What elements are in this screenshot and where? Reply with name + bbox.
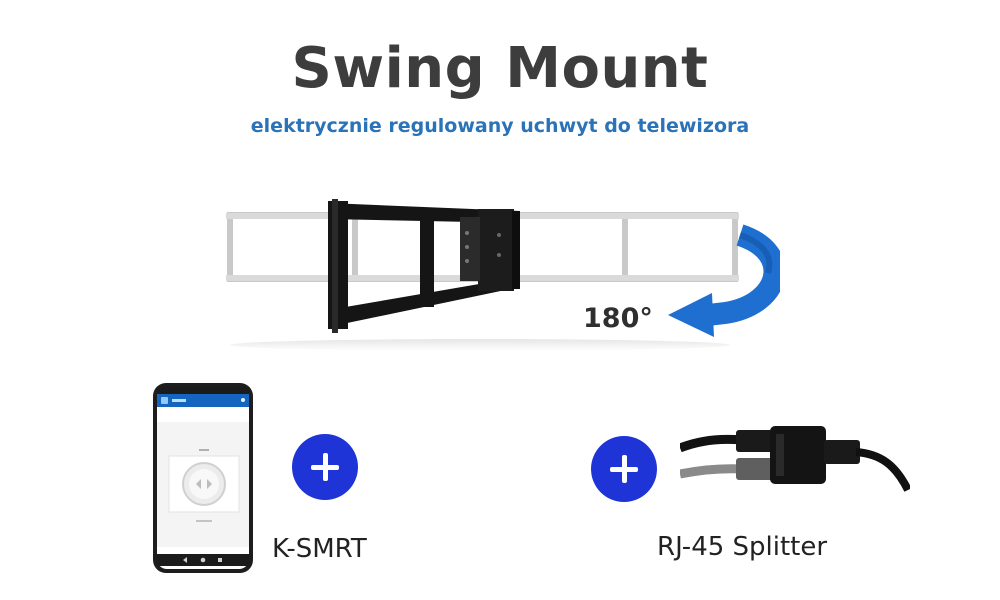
floor-shadow (230, 339, 730, 350)
addon-label-rj45-splitter: RJ-45 Splitter (657, 532, 828, 562)
rj45-splitter-cable-icon (680, 426, 910, 492)
page-subtitle: elektrycznie regulowany uchwyt do telewi… (250, 115, 750, 137)
plus-icon (292, 434, 358, 500)
plus-icon (591, 436, 657, 502)
smartphone-app-icon (153, 383, 253, 573)
rotation-angle-label: 180° (583, 303, 653, 334)
page-title: Swing Mount (291, 36, 709, 101)
addon-label-k-smrt: K-SMRT (272, 534, 367, 564)
swing-mount-illustration (226, 199, 780, 350)
black-frame (328, 199, 520, 333)
rotation-arrow-icon (668, 224, 780, 337)
